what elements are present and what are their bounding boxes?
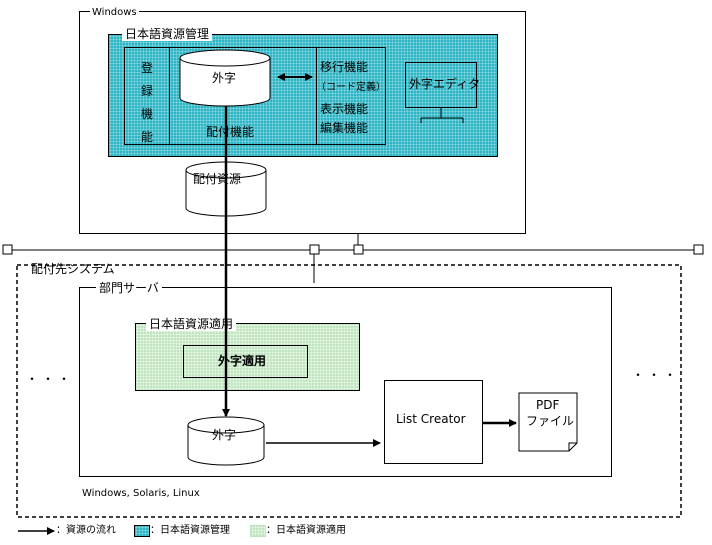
legend-kanri-label: ：日本語資源管理 xyxy=(150,525,230,536)
legend-tekiyou-label: ：日本語資源適用 xyxy=(266,525,346,536)
haifu-shigen-label-front: 配付資源 xyxy=(193,172,242,186)
nihongo-kanri-box xyxy=(108,34,498,157)
haifu-kinou-label: 配付機能 xyxy=(206,125,255,139)
os-label: Windows, Solaris, Linux xyxy=(82,488,200,499)
gaiji-editor-box xyxy=(405,62,477,108)
legend-tekiyou-swatch xyxy=(250,525,266,537)
function-henshu: 編集機能 xyxy=(320,121,369,135)
touroku-kinou-box xyxy=(124,47,170,145)
pdf-label-line2-front: ファイル xyxy=(526,414,575,428)
gaiji-cylinder-top xyxy=(179,49,271,107)
pdf-label-line1-front: PDF xyxy=(536,398,560,412)
gaiji-editor-label: 外字エディタ xyxy=(409,77,481,91)
windows-box xyxy=(79,11,526,234)
network-node-right xyxy=(693,244,704,255)
function-code-teigi: （コード定義） xyxy=(316,82,386,93)
function-hyouji: 表示機能 xyxy=(320,102,369,116)
legend-flow-label: ：資源の流れ xyxy=(56,525,116,536)
list-creator-box xyxy=(384,380,483,464)
network-node-left xyxy=(2,244,13,255)
gaiji-db-bottom-label-front: 外字 xyxy=(212,428,237,442)
network-node-mid1 xyxy=(309,244,320,255)
gaiji-tekiyou-label: 外字適用 xyxy=(218,354,267,368)
touroku-char-1: 登 xyxy=(140,61,153,75)
nihongo-tekiyou-box xyxy=(135,323,360,391)
nihongo-kanri-title: 日本語資源管理 xyxy=(122,27,213,41)
touroku-char-2: 録 xyxy=(140,84,153,98)
nihongo-tekiyou-title: 日本語資源適用 xyxy=(146,317,237,331)
touroku-char-4: 能 xyxy=(140,130,153,144)
ellipsis-right: ・・・ xyxy=(632,368,681,382)
windows-title: Windows xyxy=(90,7,139,19)
gaiji-db-top-label-front: 外字 xyxy=(212,71,237,85)
touroku-char-3: 機 xyxy=(140,107,153,121)
gaiji-cylinder-bottom xyxy=(187,416,265,466)
ellipsis-left: ・・・ xyxy=(26,372,75,386)
list-creator-label: List Creator xyxy=(396,412,466,426)
function-list-box xyxy=(316,47,386,145)
server-title: 部門サーバ xyxy=(96,281,162,295)
network-node-mid2 xyxy=(353,244,364,255)
gaiji-tekiyou-box xyxy=(183,345,308,378)
pdf-document xyxy=(518,392,578,452)
dest-system-border xyxy=(16,264,682,518)
function-iko: 移行機能 xyxy=(320,60,369,74)
editor-monitor-stand xyxy=(420,108,464,123)
legend-kanri-swatch xyxy=(134,525,150,537)
